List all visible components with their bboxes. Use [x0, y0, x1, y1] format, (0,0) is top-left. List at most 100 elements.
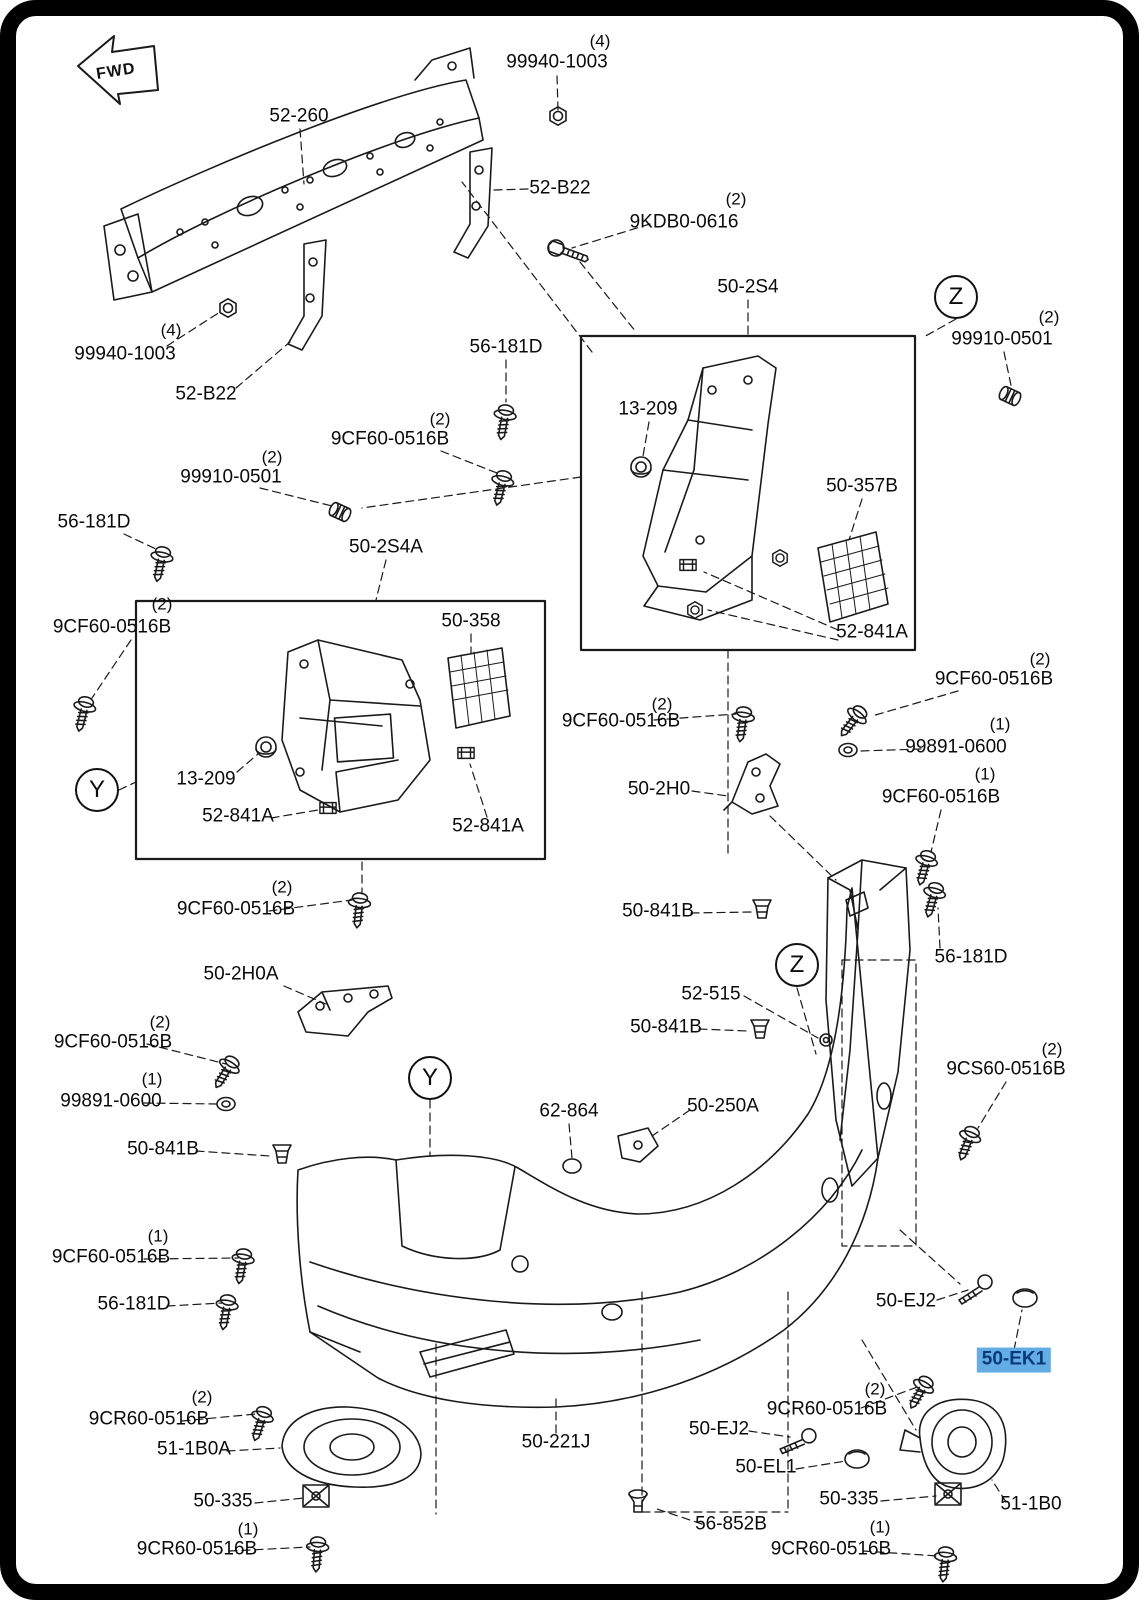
quantity-label: (2): [725, 189, 747, 209]
plug-62-864: [562, 1158, 582, 1174]
part-number-label[interactable]: 9CR60-0516B: [770, 1538, 892, 1560]
quantity-label: (2): [651, 694, 673, 714]
part-number-label[interactable]: 50-2H0: [627, 778, 691, 800]
bracket-50-2s4a-drawing: [281, 639, 431, 813]
bracket-52b22-left-drawing: [287, 239, 327, 351]
part-number-label[interactable]: 50-EL1: [735, 1456, 797, 1478]
part-number-label[interactable]: 99940-1003: [74, 343, 176, 365]
quantity-label: (4): [160, 320, 182, 340]
quantity-label: (2): [429, 409, 451, 429]
part-number-label[interactable]: 9CF60-0516B: [53, 1031, 173, 1053]
part-number-label[interactable]: 50-EJ2: [688, 1418, 750, 1440]
bracket-50-2s4-drawing: [642, 355, 777, 621]
fwd-arrow: [77, 35, 159, 105]
quantity-label: (1): [869, 1517, 891, 1537]
quantity-label: (1): [237, 1519, 259, 1539]
part-number-label[interactable]: 50-841B: [622, 900, 694, 922]
part-number-label[interactable]: 9CS60-0516B: [946, 1058, 1066, 1080]
part-number-label[interactable]: 50-2S4: [717, 276, 779, 298]
part-number-label[interactable]: 99891-0600: [905, 736, 1007, 758]
part-number-label[interactable]: 56-852B: [695, 1513, 767, 1535]
quantity-label: (2): [1038, 307, 1060, 327]
part-number-label[interactable]: 56-181D: [934, 946, 1008, 968]
part-number-label[interactable]: 9CF60-0516B: [934, 668, 1054, 690]
bracket-50-2h0a-drawing: [297, 985, 393, 1037]
view-circle-label: Y: [75, 768, 119, 812]
part-number-label[interactable]: 9CF60-0516B: [561, 710, 681, 732]
quantity-label: (2): [1029, 649, 1051, 669]
quantity-label: (1): [989, 714, 1011, 734]
part-number-label[interactable]: 9CF60-0516B: [881, 786, 1001, 808]
quantity-label: (2): [191, 1387, 213, 1407]
part-number-label[interactable]: 9CR60-0516B: [136, 1538, 258, 1560]
part-number-label[interactable]: 9KDB0-0616: [629, 211, 739, 233]
reinforcement-bar-drawing: [103, 47, 484, 301]
part-number-label[interactable]: 99910-0501: [951, 328, 1053, 350]
part-number-label[interactable]: 50-841B: [127, 1138, 199, 1160]
bumper-side-section-drawing: [825, 859, 911, 1187]
part-number-label[interactable]: 51-1B0A: [157, 1438, 231, 1460]
part-number-label[interactable]: 50-358: [441, 610, 501, 632]
part-number-label[interactable]: 99910-0501: [180, 466, 282, 488]
part-number-label[interactable]: 9CF60-0516B: [330, 428, 450, 450]
part-number-label[interactable]: 50-357B: [826, 475, 898, 497]
quantity-label: (2): [261, 447, 283, 467]
part-number-label[interactable]: 13-209: [176, 768, 236, 790]
quantity-label: (1): [147, 1226, 169, 1246]
quantity-label: (2): [864, 1379, 886, 1399]
part-number-label[interactable]: 50-2H0A: [203, 963, 279, 985]
quantity-label: (2): [149, 1012, 171, 1032]
grid-50-358-drawing: [447, 647, 511, 729]
part-number-label[interactable]: 9CF60-0516B: [51, 1246, 171, 1268]
quantity-label: (2): [151, 594, 173, 614]
part-number-label[interactable]: 99891-0600: [60, 1090, 162, 1112]
part-number-label[interactable]: 50-335: [819, 1488, 879, 1510]
quantity-label: (2): [1041, 1039, 1063, 1059]
alignment-dashed-box: [841, 959, 917, 1247]
part-number-label[interactable]: 50-2S4A: [349, 536, 423, 558]
part-number-label[interactable]: 52-B22: [529, 177, 591, 199]
part-number-label[interactable]: 56-181D: [97, 1293, 171, 1315]
part-number-label[interactable]: 13-209: [618, 398, 678, 420]
part-number-label[interactable]: 50-EJ2: [875, 1290, 937, 1312]
detail-box-50-2s4a: [134, 599, 547, 861]
callout-lines: [91, 75, 1023, 1557]
part-number-label[interactable]: 52-841A: [836, 621, 908, 643]
part-number-label[interactable]: 62-864: [539, 1100, 599, 1122]
part-number-label[interactable]: 56-181D: [57, 511, 131, 533]
part-number-label[interactable]: 9CR60-0516B: [766, 1398, 888, 1420]
part-number-label[interactable]: 99940-1003: [506, 51, 608, 73]
bracket-50-250a-drawing: [617, 1127, 659, 1163]
quantity-label: (1): [141, 1069, 163, 1089]
part-number-label[interactable]: 52-841A: [452, 815, 524, 837]
part-number-label[interactable]: 56-181D: [469, 336, 543, 358]
rear-bumper-cover-drawing: [296, 887, 892, 1409]
view-circle-label: Z: [934, 275, 978, 319]
view-circle-label: Y: [408, 1056, 452, 1100]
quantity-label: (1): [974, 764, 996, 784]
part-number-label[interactable]: 9CF60-0516B: [176, 898, 296, 920]
part-number-label[interactable]: 50-335: [193, 1490, 253, 1512]
part-number-label[interactable]: 52-B22: [175, 383, 237, 405]
bracket-52b22-right-drawing: [453, 147, 493, 259]
part-number-label[interactable]: 52-260: [269, 105, 329, 127]
part-number-label[interactable]: 51-1B0: [1000, 1493, 1062, 1515]
part-number-label[interactable]: 50-221J: [521, 1431, 591, 1453]
fog-lamp-right-drawing: [899, 1398, 1007, 1490]
bracket-50-2h0-drawing: [723, 753, 781, 815]
part-number-label-highlighted[interactable]: 50-EK1: [976, 1347, 1052, 1373]
grommet-ring-52-515: [819, 1033, 833, 1047]
fog-lamp-left-drawing: [281, 1406, 422, 1488]
part-number-label[interactable]: 52-515: [681, 983, 741, 1005]
grid-50-357b-drawing: [817, 531, 889, 623]
part-number-label[interactable]: 52-841A: [202, 805, 274, 827]
part-number-label[interactable]: 9CF60-0516B: [52, 616, 172, 638]
part-number-label[interactable]: 9CR60-0516B: [88, 1408, 210, 1430]
part-number-label[interactable]: 50-250A: [687, 1095, 759, 1117]
quantity-label: (2): [271, 877, 293, 897]
alignment-lines: [118, 181, 961, 1515]
detail-box-50-2s4: [579, 334, 917, 652]
part-number-label[interactable]: 50-841B: [630, 1016, 702, 1038]
